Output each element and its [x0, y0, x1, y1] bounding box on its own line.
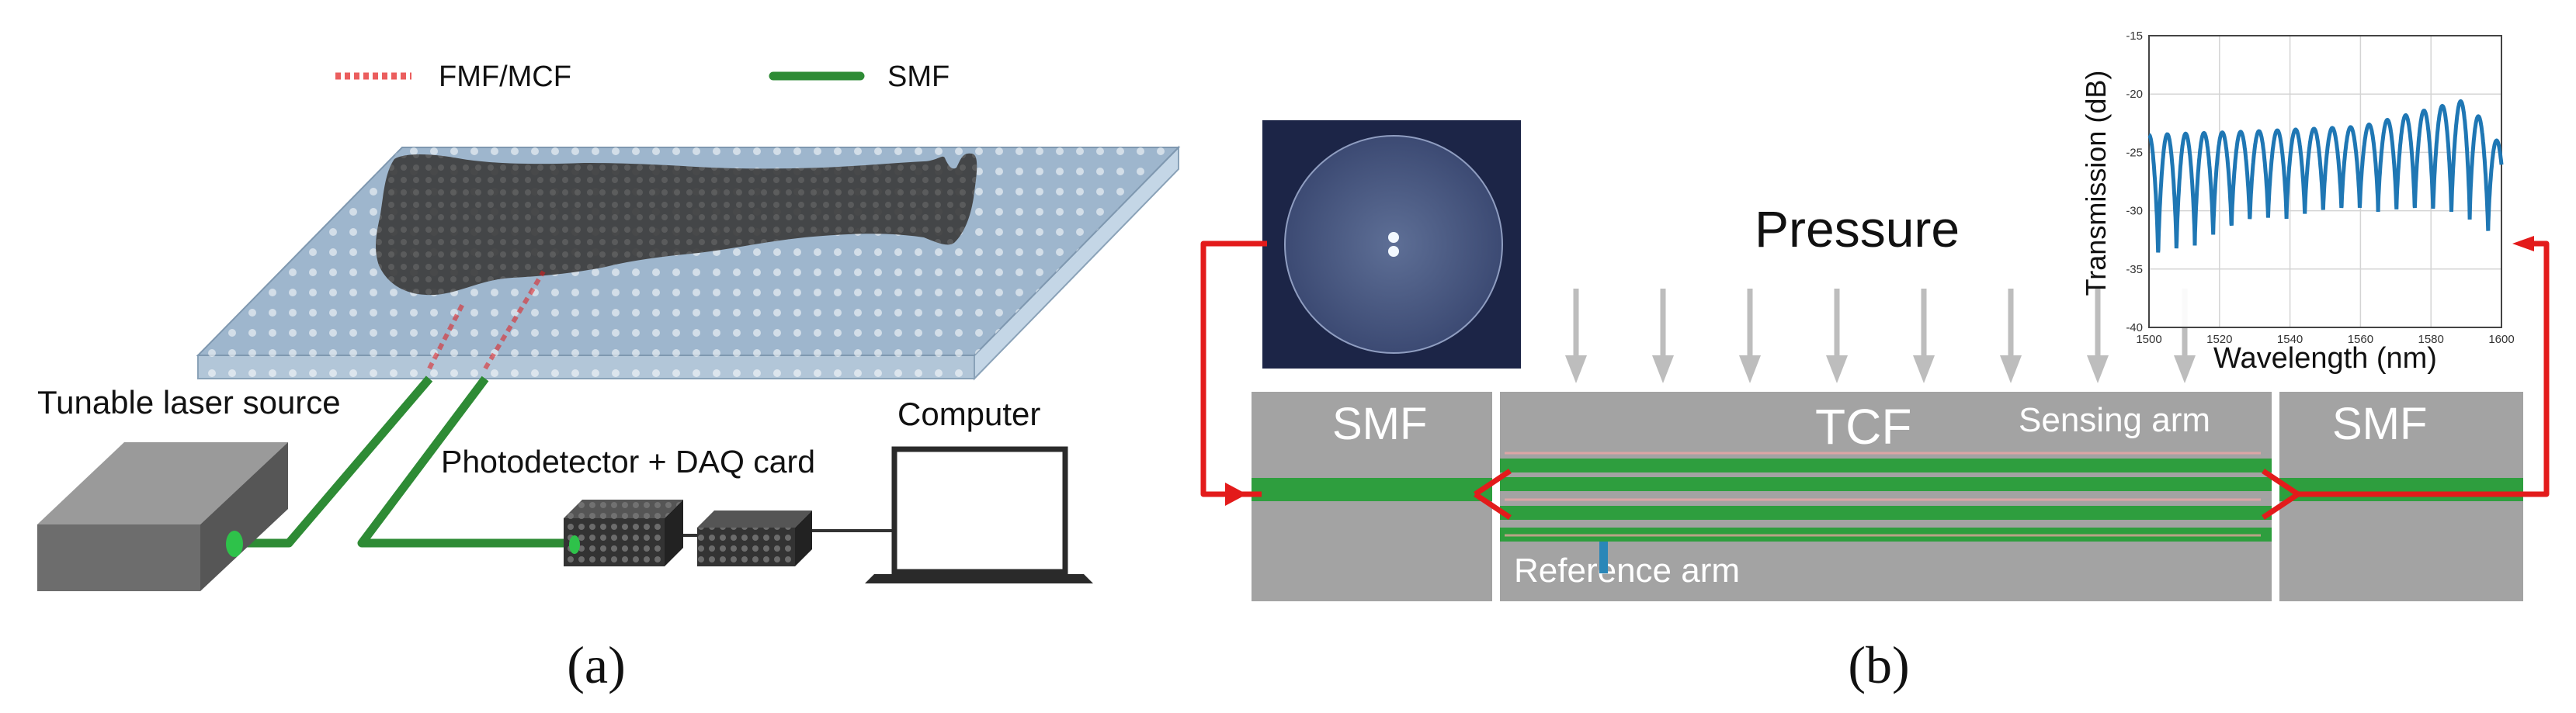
- spectrum-line: [2147, 99, 2504, 253]
- panel-a: FMF/MCF SMF Tunable laser source: [37, 61, 1181, 694]
- pressure-arrow: [1913, 289, 1935, 383]
- y-tick-labels: -15 -20 -25 -30 -35 -40: [2126, 29, 2143, 334]
- smf-left-label: SMF: [1332, 399, 1427, 449]
- panel-b: Pressure SMF TCF Sensing arm SMF Referen…: [1200, 29, 2550, 694]
- pressure-arrows: [1565, 289, 2196, 383]
- laser-label: Tunable laser source: [37, 384, 341, 421]
- y-axis-label: Transmission (dB): [2080, 71, 2112, 296]
- y-tick-label: -25: [2126, 146, 2143, 159]
- sensing-arm-label: Sensing arm: [2019, 401, 2210, 439]
- smf-right-label: SMF: [2332, 399, 2427, 449]
- plot-frame: [2148, 35, 2502, 328]
- tcf-core-1: [1500, 459, 2272, 472]
- reference-arm-label: Reference arm: [1514, 552, 1740, 590]
- laser-source-box: [37, 442, 288, 591]
- x-tick-label: 1560: [2348, 333, 2373, 346]
- fiber-cross-section-image: [1262, 120, 1521, 369]
- x-tick-label: 1580: [2418, 333, 2444, 346]
- y-tick-label: -35: [2126, 263, 2143, 276]
- x-tick-label: 1540: [2277, 333, 2303, 346]
- caption-a: (a): [567, 635, 625, 694]
- output-arrowhead: [2512, 236, 2534, 251]
- computer-label: Computer: [897, 396, 1040, 432]
- tcf-label: TCF: [1815, 399, 1911, 455]
- legend-fmf-label: FMF/MCF: [439, 61, 571, 93]
- fmf-fiber-1: [427, 299, 467, 370]
- pressure-label: Pressure: [1755, 200, 1960, 258]
- x-tick-label: 1520: [2206, 333, 2232, 346]
- y-tick-label: -40: [2126, 321, 2143, 334]
- legend: FMF/MCF SMF: [335, 61, 950, 93]
- smf-left-core: [1252, 478, 1492, 501]
- x-tick-label: 1600: [2488, 333, 2514, 346]
- y-tick-label: -20: [2126, 88, 2143, 101]
- fmf-fiber-2: [483, 270, 546, 370]
- smf-lead-laser: [234, 376, 433, 548]
- pressure-arrow: [1565, 289, 1587, 383]
- photodetector-box: [564, 500, 683, 566]
- smf-lead-detector: [357, 376, 575, 548]
- laptop-icon: [865, 446, 1093, 583]
- tcf-segment: [1500, 392, 2272, 601]
- reference-arm-marker: [1599, 538, 1608, 573]
- legend-smf-label: SMF: [887, 61, 950, 93]
- pressure-arrow: [2000, 289, 2022, 383]
- pressure-arrow: [1826, 289, 1848, 383]
- smf-right-core: [2279, 478, 2523, 501]
- detector-label: Photodetector + DAQ card: [441, 444, 815, 479]
- y-tick-label: -15: [2126, 29, 2143, 43]
- tcf-core-2: [1500, 477, 2272, 491]
- x-tick-label: 1500: [2136, 333, 2161, 346]
- daq-card-box: [697, 511, 812, 566]
- input-arrowhead: [1225, 483, 1247, 506]
- pressure-arrow: [1739, 289, 1761, 383]
- y-tick-label: -30: [2126, 205, 2143, 218]
- pressure-arrow: [2087, 289, 2109, 383]
- x-tick-labels: 1500 1520 1540 1560 1580 1600: [2136, 333, 2514, 346]
- x-axis-label: Wavelength (nm): [2213, 342, 2437, 375]
- tcf-core-3: [1500, 506, 2272, 520]
- caption-b: (b): [1848, 635, 1909, 694]
- pressure-arrow: [1652, 289, 1674, 383]
